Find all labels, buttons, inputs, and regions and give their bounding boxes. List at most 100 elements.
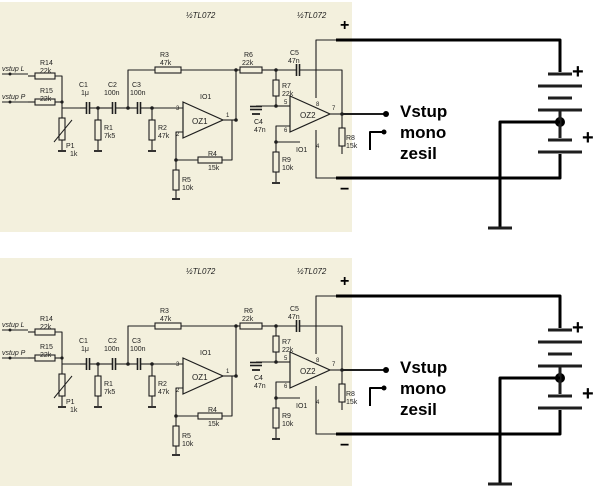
input-terminal-right bbox=[8, 356, 12, 360]
p1-value: 1k bbox=[70, 407, 78, 414]
pin-6: 6 bbox=[284, 128, 288, 134]
output-label-zesil: zesil bbox=[400, 144, 437, 163]
p1-value: 1k bbox=[70, 151, 78, 158]
pin-7: 7 bbox=[332, 362, 336, 368]
input-terminal-right bbox=[8, 100, 12, 104]
io1-label-a: IO1 bbox=[200, 94, 211, 101]
io1-label-b: IO1 bbox=[296, 147, 307, 154]
ic-label-b: ½TL072 bbox=[297, 11, 327, 20]
r9-value: 10k bbox=[282, 165, 294, 172]
oz2-label: OZ2 bbox=[300, 367, 316, 376]
pin-7: 7 bbox=[332, 106, 336, 112]
input-terminal-left bbox=[8, 72, 12, 76]
r2-value: 47k bbox=[158, 389, 170, 396]
pin-1: 1 bbox=[226, 369, 230, 375]
mix-wire bbox=[55, 331, 63, 364]
r1-label: R1 bbox=[104, 381, 113, 388]
r6-value: 22k bbox=[242, 60, 254, 67]
battery-plus-sign-2: + bbox=[582, 383, 594, 405]
oz1-minus-wire bbox=[175, 387, 183, 416]
output-ground-wire bbox=[369, 387, 382, 406]
c1-value: 1μ bbox=[81, 346, 89, 353]
oz1-label: OZ1 bbox=[192, 117, 208, 126]
r14-label: R14 bbox=[40, 60, 53, 67]
c3-label: C3 bbox=[132, 82, 141, 89]
c5-wire bbox=[300, 325, 343, 370]
r5-value: 10k bbox=[182, 441, 194, 448]
output-terminal bbox=[383, 111, 389, 117]
battery-plus-sign-1: + bbox=[572, 61, 584, 83]
supply-plus-sign: + bbox=[340, 17, 349, 34]
output-ground-wire bbox=[369, 131, 382, 150]
output-label-zesil: zesil bbox=[400, 400, 437, 419]
c1-value: 1μ bbox=[81, 90, 89, 97]
r8-label: R8 bbox=[346, 135, 355, 142]
battery-plus-sign-1: + bbox=[572, 317, 584, 339]
ic-label-b: ½TL072 bbox=[297, 267, 327, 276]
r7-value: 22k bbox=[282, 347, 294, 354]
pin-6: 6 bbox=[284, 384, 288, 390]
ic-label-a: ½TL072 bbox=[186, 267, 216, 276]
c2-label: C2 bbox=[108, 338, 117, 345]
pot-arrow bbox=[53, 119, 73, 143]
r3-value: 47k bbox=[160, 316, 172, 323]
opamp-oz1 bbox=[182, 101, 225, 139]
pin-1: 1 bbox=[226, 113, 230, 119]
output-label-vstup: Vstup bbox=[400, 102, 447, 121]
c5-value: 47n bbox=[288, 58, 300, 65]
pin-4: 4 bbox=[316, 400, 320, 406]
pin-2: 2 bbox=[176, 132, 180, 138]
r8-label: R8 bbox=[346, 391, 355, 398]
r14-value: 22k bbox=[40, 68, 52, 75]
r5-label: R5 bbox=[182, 433, 191, 440]
oz1-minus-wire bbox=[175, 131, 183, 160]
p1-label: P1 bbox=[66, 399, 75, 406]
r2-label: R2 bbox=[158, 125, 167, 132]
r2-value: 47k bbox=[158, 133, 170, 140]
r2-label: R2 bbox=[158, 381, 167, 388]
r4-wire bbox=[222, 120, 233, 161]
oz2-minus-wire bbox=[275, 381, 290, 398]
junction-dot bbox=[60, 100, 64, 104]
supply-minus-sign: − bbox=[340, 437, 349, 454]
r3-wire bbox=[127, 325, 155, 364]
battery-ground-wire bbox=[498, 120, 560, 228]
c4-label: C4 bbox=[254, 375, 263, 382]
pin-5: 5 bbox=[284, 100, 288, 106]
pin-8: 8 bbox=[316, 358, 320, 364]
r4-label: R4 bbox=[208, 407, 217, 414]
opamp-oz1 bbox=[182, 357, 225, 395]
r3-label: R3 bbox=[160, 308, 169, 315]
oz2-minus-wire bbox=[275, 125, 290, 142]
output-ground-terminal bbox=[381, 129, 387, 135]
c4-value: 47n bbox=[254, 127, 266, 134]
oz2-label: OZ2 bbox=[300, 111, 316, 120]
c5-label: C5 bbox=[290, 306, 299, 313]
pin-3: 3 bbox=[176, 106, 180, 112]
c2-label: C2 bbox=[108, 82, 117, 89]
output-label-mono: mono bbox=[400, 379, 446, 398]
supply-plus-sign: + bbox=[340, 273, 349, 290]
r1-label: R1 bbox=[104, 125, 113, 132]
r4-value: 15k bbox=[208, 165, 220, 172]
pin-2: 2 bbox=[176, 388, 180, 394]
pin-5: 5 bbox=[284, 356, 288, 362]
r7-label: R7 bbox=[282, 339, 291, 346]
pot-arrow bbox=[53, 375, 73, 399]
r5-label: R5 bbox=[182, 177, 191, 184]
c4-label: C4 bbox=[254, 119, 263, 126]
r4-value: 15k bbox=[208, 421, 220, 428]
r9-label: R9 bbox=[282, 413, 291, 420]
r7-value: 22k bbox=[282, 91, 294, 98]
battery-negative-wire bbox=[336, 410, 562, 436]
oz1-label: OZ1 bbox=[192, 373, 208, 382]
input-label-left: vstup L bbox=[2, 66, 25, 73]
r4-wire bbox=[222, 376, 233, 417]
c5-value: 47n bbox=[288, 314, 300, 321]
c5-label: C5 bbox=[290, 50, 299, 57]
c3-label: C3 bbox=[132, 338, 141, 345]
c2-value: 100n bbox=[104, 346, 120, 353]
c1-label: C1 bbox=[79, 338, 88, 345]
r9-value: 10k bbox=[282, 421, 294, 428]
